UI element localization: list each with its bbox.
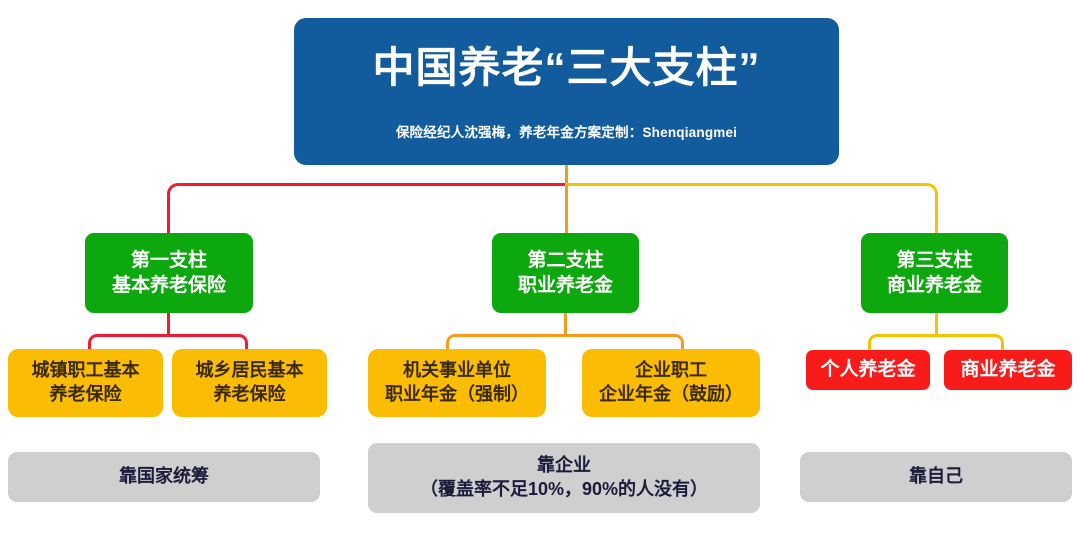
connector-trunk-left-red (167, 183, 567, 235)
footer-state-line1: 靠国家统筹 (119, 466, 209, 487)
footer-enterprise-box: 靠企业 （覆盖率不足10%，90%的人没有） (368, 443, 760, 513)
page-title: 中国养老“三大支柱” (372, 44, 761, 91)
diagram-title-banner: 中国养老“三大支柱” 保险经纪人沈强梅，养老年金方案定制：Shenqiangme… (294, 18, 839, 165)
child-urban-employee-box[interactable]: 城镇职工基本 养老保险 (8, 349, 163, 417)
child-urban-employee-line2: 养老保险 (49, 384, 122, 404)
child-enterprise-employee-line1: 企业职工 (635, 360, 707, 381)
connector-pillar-three-left-branch (868, 334, 937, 352)
footer-enterprise-line1: 靠企业 (537, 455, 591, 476)
child-commercial-pension-line1: 商业养老金 (960, 359, 1056, 381)
pillar-one-line2: 基本养老保险 (111, 275, 226, 296)
child-urban-rural-resident-box[interactable]: 城乡居民基本 养老保险 (172, 349, 327, 417)
footer-state-box: 靠国家统筹 (8, 452, 320, 502)
child-enterprise-employee-box[interactable]: 企业职工 企业年金（鼓励） (582, 349, 760, 417)
child-public-institution-line1: 机关事业单位 (403, 360, 511, 381)
connector-pillar-two-left-branch (446, 334, 566, 352)
connector-pillar-one-stem (167, 313, 170, 335)
connector-pillar-three-right-branch (935, 334, 1004, 352)
child-personal-pension-box[interactable]: 个人养老金 (806, 350, 930, 390)
footer-self-box: 靠自己 (800, 452, 1072, 502)
child-enterprise-employee-line2: 企业年金（鼓励） (599, 384, 743, 404)
pillar-one-line1: 第一支柱 (130, 249, 207, 271)
connector-trunk-vertical (565, 165, 568, 233)
connector-trunk-right-yellow (565, 183, 938, 235)
child-urban-employee-line1: 城镇职工基本 (31, 360, 140, 381)
pillar-three-line2: 商业养老金 (886, 275, 982, 296)
child-urban-rural-resident-line1: 城乡居民基本 (195, 360, 304, 381)
title-subtitle: 保险经纪人沈强梅，养老年金方案定制：Shenqiangmei (395, 124, 738, 140)
pillar-two-line1: 第二支柱 (527, 249, 604, 271)
connector-pillar-two-stem (564, 313, 567, 335)
pillar-two-box[interactable]: 第二支柱 职业养老金 (492, 233, 639, 313)
child-public-institution-box[interactable]: 机关事业单位 职业年金（强制） (368, 349, 546, 417)
pillar-two-line2: 职业养老金 (517, 275, 613, 296)
pillar-one-box[interactable]: 第一支柱 基本养老保险 (85, 233, 253, 313)
child-public-institution-line2: 职业年金（强制） (385, 384, 529, 404)
connector-pillar-one-left-branch (88, 334, 169, 352)
footer-self-line1: 靠自己 (909, 466, 963, 487)
child-personal-pension-line1: 个人养老金 (820, 359, 916, 381)
pillar-three-box[interactable]: 第三支柱 商业养老金 (861, 233, 1008, 313)
footer-enterprise-line2: （覆盖率不足10%，90%的人没有） (419, 479, 709, 499)
connector-pillar-one-right-branch (167, 334, 248, 352)
connector-pillar-two-right-branch (564, 334, 684, 352)
pillar-three-line1: 第三支柱 (896, 249, 973, 271)
connector-pillar-three-stem (935, 313, 938, 335)
child-urban-rural-resident-line2: 养老保险 (213, 384, 286, 404)
child-commercial-pension-box[interactable]: 商业养老金 (944, 350, 1072, 390)
